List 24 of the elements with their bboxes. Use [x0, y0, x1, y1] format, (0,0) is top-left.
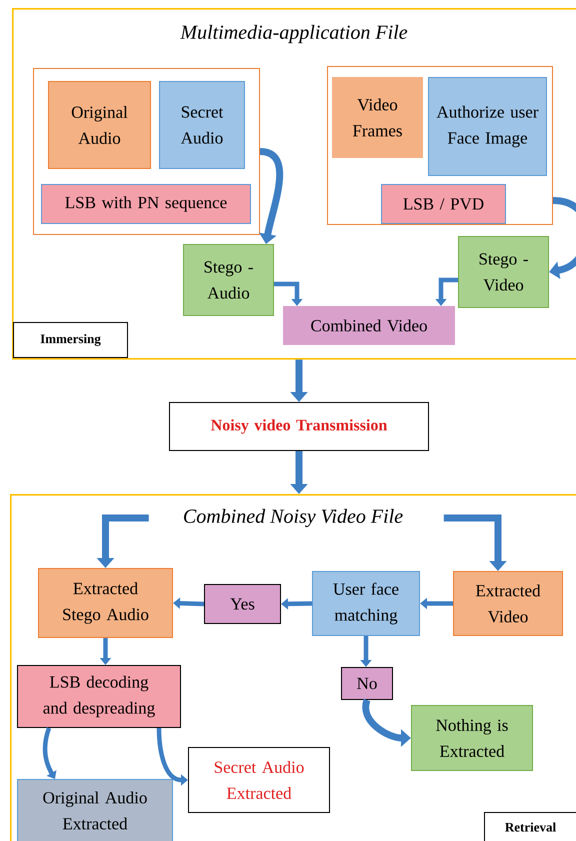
- process-box: Original Audio Extracted: [17, 779, 173, 841]
- process-box: LSB / PVD: [381, 184, 506, 224]
- process-box: Secret Audio Extracted: [188, 747, 330, 813]
- process-box: Extracted Video: [453, 571, 563, 636]
- process-box: Combined Video: [283, 306, 455, 345]
- process-box: Extracted Stego Audio: [38, 568, 173, 638]
- process-box: User face matching: [312, 571, 420, 636]
- panel-title: Combined Noisy Video File: [184, 508, 403, 528]
- process-box: Video Frames: [332, 77, 423, 158]
- process-box: LSB decoding and despreading: [17, 665, 181, 728]
- panel-title: Multimedia-application File: [180, 24, 408, 44]
- process-box: Nothing is Extracted: [411, 705, 533, 771]
- process-box: Yes: [204, 584, 281, 624]
- process-box: Stego - Audio: [183, 244, 274, 316]
- process-box: LSB with PN sequence: [41, 184, 251, 224]
- process-box: Original Audio: [48, 81, 151, 169]
- process-box: Noisy video Transmission: [169, 402, 429, 451]
- arrow: [42, 727, 56, 779]
- section-label: Immersing: [13, 322, 128, 358]
- process-box: Authorize user Face Image: [428, 77, 547, 176]
- section-label: Retrieval: [484, 812, 576, 841]
- process-box: Secret Audio: [159, 81, 245, 169]
- process-box: No: [341, 667, 393, 700]
- process-box: Stego - Video: [458, 236, 549, 308]
